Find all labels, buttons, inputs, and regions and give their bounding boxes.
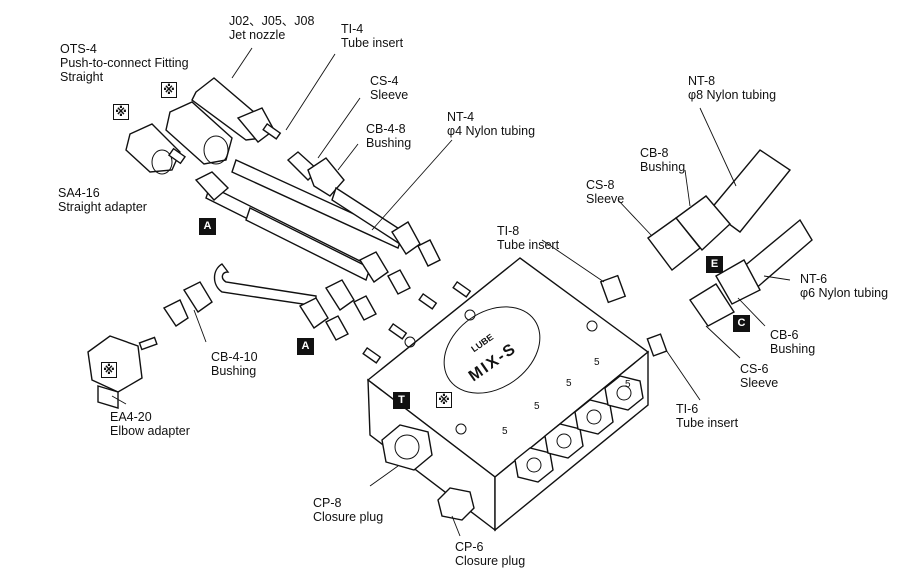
marker-t: T (393, 392, 410, 409)
label-code: NT-4 (447, 110, 475, 124)
label-cb8: CB-8 Bushing (640, 146, 685, 174)
tube-inserts-small (138, 122, 472, 364)
block-port-fittings (514, 375, 644, 483)
label-code: CB-6 (770, 328, 799, 342)
label-cs8: CS-8 Sleeve (586, 178, 624, 206)
sa4-16-shape (125, 123, 181, 175)
label-code: CP-6 (455, 540, 484, 554)
port-number: 5 (594, 357, 600, 368)
label-cp8: CP-8 Closure plug (313, 496, 383, 524)
label-name: φ6 Nylon tubing (800, 286, 889, 300)
cs4-cb48-shape (286, 151, 345, 197)
label-code: CB-8 (640, 146, 669, 160)
marker-star: ※ (113, 104, 129, 120)
label-cs4: CS-4 Sleeve (370, 74, 408, 102)
label-sa416: SA4-16 Straight adapter (58, 186, 147, 214)
port-number: 5 (625, 379, 631, 390)
label-cb6: CB-6 Bushing (770, 328, 815, 356)
label-code: TI-6 (676, 402, 699, 416)
port-number: 5 (534, 401, 540, 412)
label-code: TI-8 (497, 224, 520, 238)
label-nt4: NT-4 φ4 Nylon tubing (447, 110, 535, 138)
label-code: CP-8 (313, 496, 342, 510)
label-jet-nozzle: J02、J05、J08 Jet nozzle (229, 14, 314, 42)
label-ea420: EA4-20 Elbow adapter (110, 410, 190, 438)
nt4-fittings (162, 171, 441, 341)
closure-plug-8-shape (381, 424, 433, 471)
label-cb48: CB-4-8 Bushing (366, 122, 411, 150)
marker-star: ※ (161, 82, 177, 98)
label-name: Push-to-connect Fitting (60, 56, 189, 70)
ots4-shape (165, 101, 233, 165)
label-name: Sleeve (740, 376, 779, 390)
label-code: SA4-16 (58, 186, 100, 200)
label-name: Straight adapter (58, 200, 147, 214)
label-code: CS-6 (740, 362, 769, 376)
label-name: Bushing (211, 364, 257, 378)
marker-e: E (706, 256, 723, 273)
label-code: CS-4 (370, 74, 399, 88)
label-name: Tube insert (497, 238, 560, 252)
label-name: Bushing (770, 342, 816, 356)
label-name: Closure plug (313, 510, 384, 524)
label-code: CB-4-8 (366, 122, 406, 136)
marker-star: ※ (101, 362, 117, 378)
nt4-tubes (205, 159, 405, 307)
label-ots4: OTS-4 Push-to-connect Fitting Straight (60, 42, 189, 84)
marker-a: A (297, 338, 314, 355)
label-cs6: CS-6 Sleeve (740, 362, 778, 390)
label-name: Tube insert (676, 416, 739, 430)
label-name: Closure plug (455, 554, 526, 568)
jet-nozzle-shape (191, 77, 275, 143)
label-code: CB-4-10 (211, 350, 258, 364)
label-name: φ8 Nylon tubing (688, 88, 777, 102)
label-nt8: NT-8 φ8 Nylon tubing (688, 74, 776, 102)
label-code: NT-8 (688, 74, 716, 88)
label-name: Bushing (640, 160, 686, 174)
label-name: Elbow adapter (110, 424, 190, 438)
label-cp6: CP-6 Closure plug (455, 540, 525, 568)
label-name: Tube insert (341, 36, 404, 50)
label-code: TI-4 (341, 22, 364, 36)
marker-c: C (733, 315, 750, 332)
port-number: 5 (566, 378, 572, 389)
label-code: J02、J05、J08 (229, 14, 315, 28)
label-ti8: TI-8 Tube insert (497, 224, 559, 252)
label-nt6: NT-6 φ6 Nylon tubing (800, 272, 888, 300)
label-code: OTS-4 (60, 42, 97, 56)
nt8-assembly (599, 149, 792, 304)
label-ti6: TI-6 Tube insert (676, 402, 738, 430)
marker-star: ※ (436, 392, 452, 408)
label-name: Bushing (366, 136, 412, 150)
label-name: Sleeve (370, 88, 409, 102)
closure-plug-6-shape (437, 487, 475, 521)
nt6-assembly (646, 218, 813, 357)
port-number: 5 (502, 426, 508, 437)
label-name: Sleeve (586, 192, 625, 206)
label-code: NT-6 (800, 272, 828, 286)
marker-a: A (199, 218, 216, 235)
label-cb410: CB-4-10 Bushing (211, 350, 258, 378)
label-name2: Straight (60, 70, 104, 84)
label-ti4: TI-4 Tube insert (341, 22, 403, 50)
label-code: CS-8 (586, 178, 615, 192)
label-code: EA4-20 (110, 410, 152, 424)
label-name: φ4 Nylon tubing (447, 124, 536, 138)
label-name: Jet nozzle (229, 28, 286, 42)
leader-lines (111, 47, 791, 537)
